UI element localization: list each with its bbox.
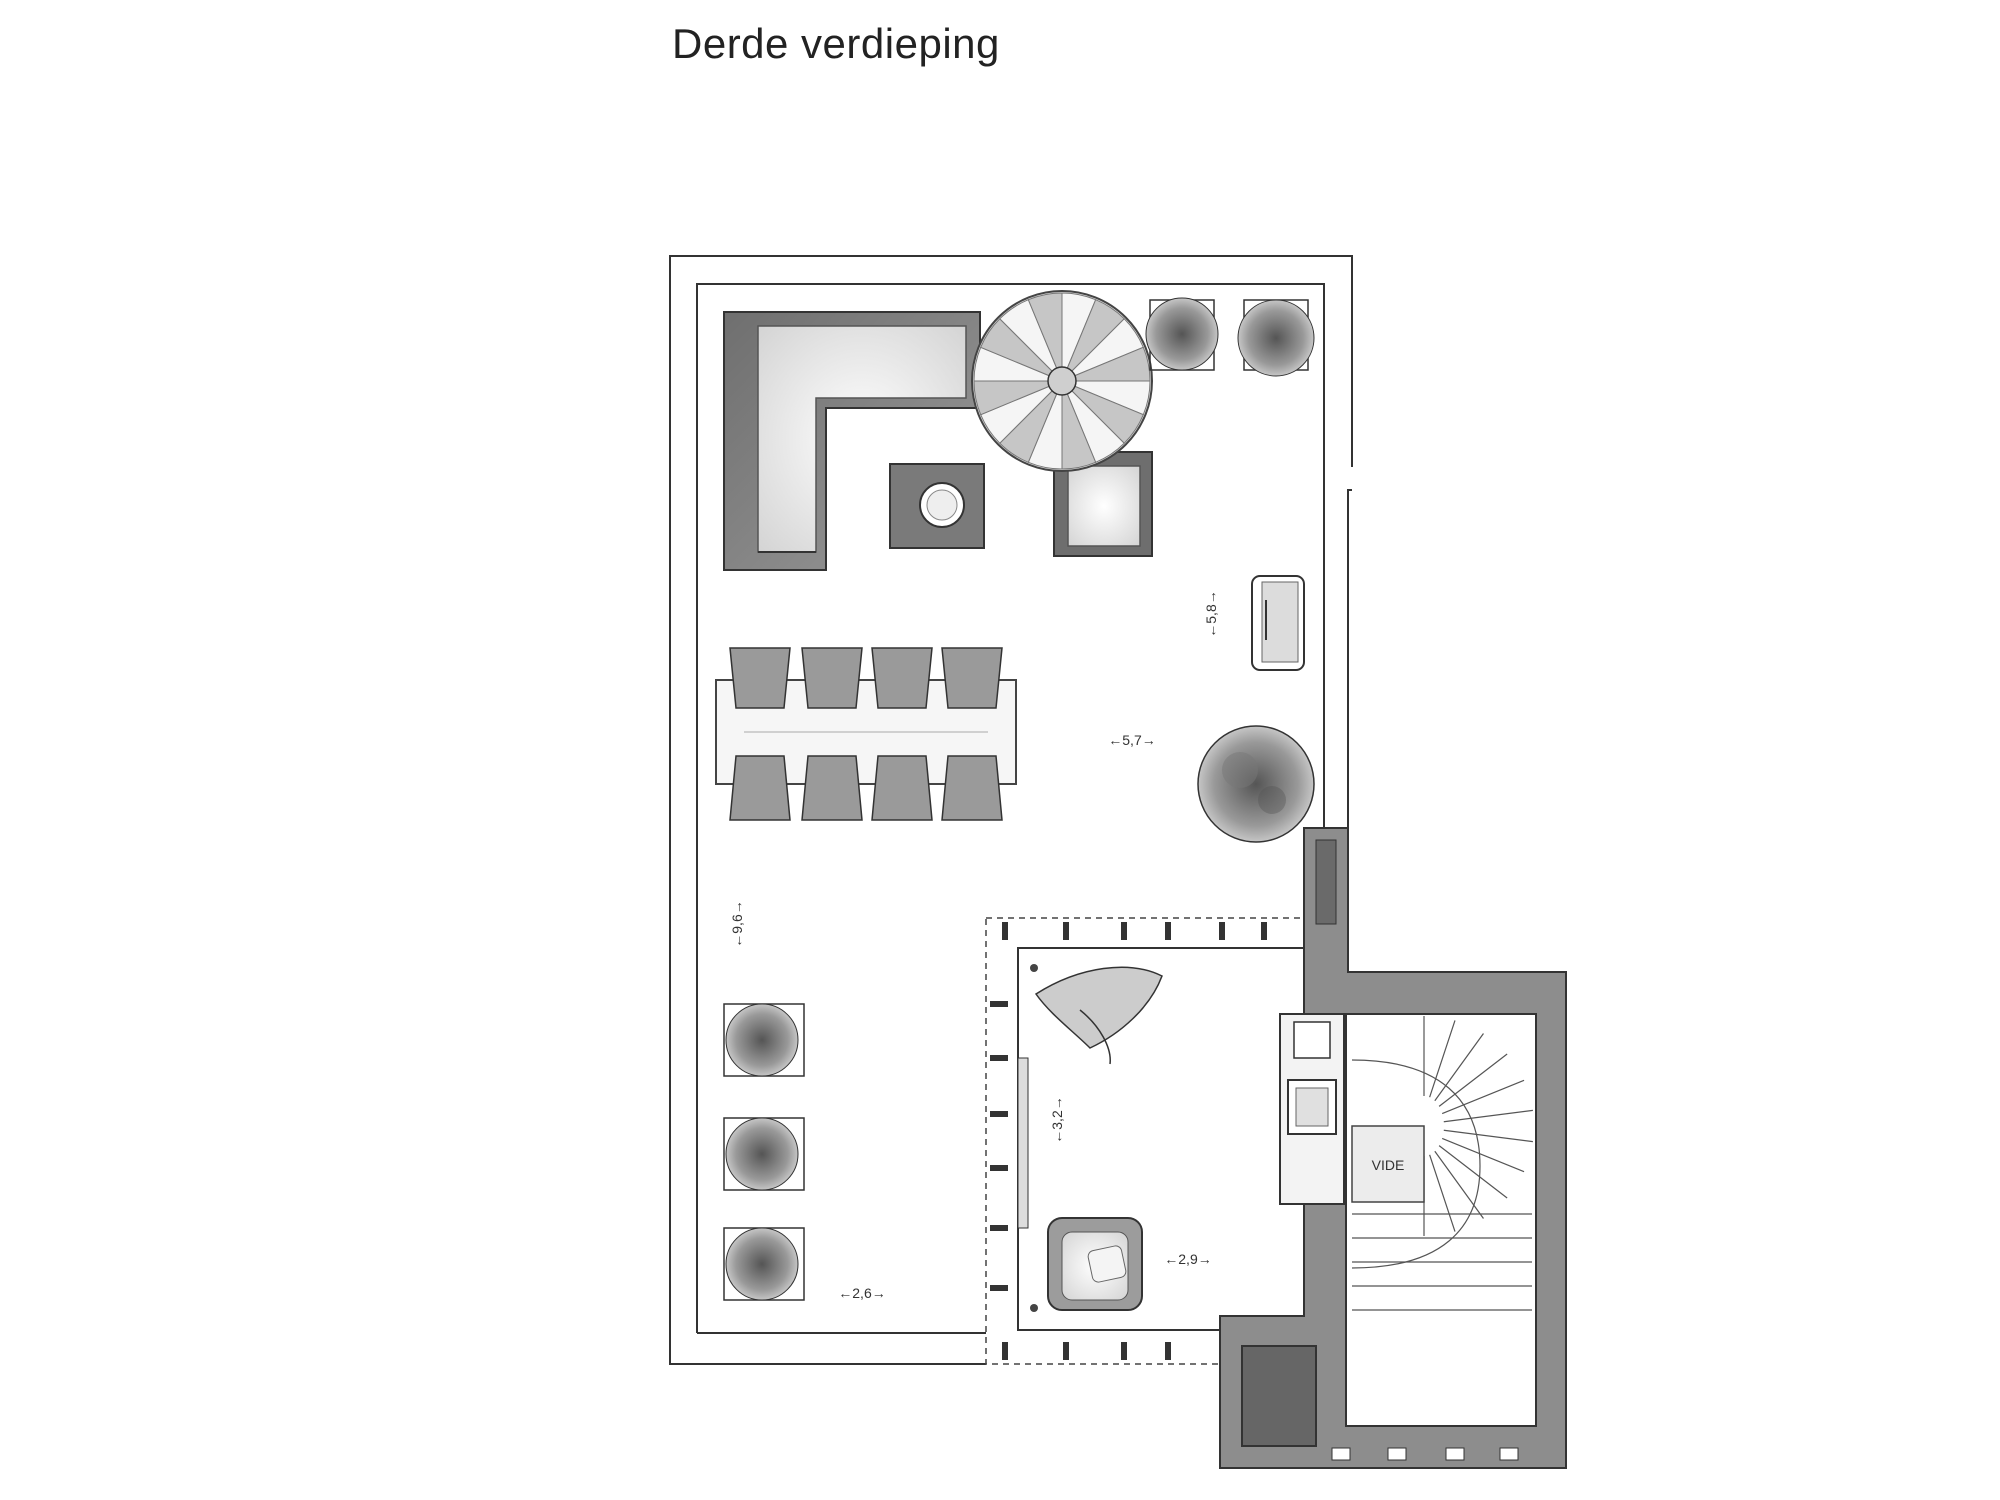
barbecue [1251, 575, 1305, 671]
mullion [1063, 1342, 1069, 1360]
staircase [1351, 1016, 1533, 1311]
stair-tread [1429, 1154, 1456, 1232]
mullion [990, 1055, 1008, 1061]
parasol [971, 290, 1153, 472]
dimension-room-width: ←2,9→ [1164, 1251, 1211, 1267]
room-armchair [1047, 1217, 1143, 1311]
vide-label: VIDE [1372, 1157, 1405, 1173]
coffee-table [889, 463, 985, 549]
planter-top-1 [1145, 297, 1219, 371]
mullion [1121, 1342, 1127, 1360]
planter-left-2 [723, 1117, 805, 1191]
mullion [1219, 922, 1225, 940]
mullion [990, 1001, 1008, 1007]
mullion [990, 1225, 1008, 1231]
dimension-top-width: ←5,8→ [1203, 590, 1219, 637]
room-plant [1034, 966, 1163, 1065]
dimension-bottom-left: ←2,6→ [838, 1285, 885, 1301]
stair-tread [1434, 1033, 1484, 1102]
stair-tread [1438, 1053, 1508, 1107]
dimension-left-depth: ←9,6→ [729, 900, 745, 947]
mullion [1261, 922, 1267, 940]
kitchen-counter [1279, 1013, 1345, 1205]
stair-handrail [1351, 1059, 1481, 1269]
lounge-sofa [723, 311, 981, 571]
dining-chair [801, 755, 863, 821]
dining-chair [729, 755, 791, 821]
mullion [1121, 922, 1127, 940]
planter-left-3 [723, 1227, 805, 1301]
mullion [1063, 922, 1069, 940]
mullion [1002, 1342, 1008, 1360]
stair-tread [1434, 1150, 1484, 1219]
mullion [990, 1165, 1008, 1171]
terrace-outline [669, 255, 1353, 1365]
dining-chair [801, 647, 863, 709]
dimension-terrace-width: ←5,7→ [1108, 732, 1155, 748]
planter-top-2 [1237, 299, 1315, 377]
stair-tread [1438, 1145, 1508, 1199]
mullion [990, 1285, 1008, 1291]
planter-left-1 [723, 1003, 805, 1077]
parasol-panel [1061, 346, 1151, 382]
dining-chair [871, 647, 933, 709]
mullion [1165, 1342, 1171, 1360]
dining-chairs [729, 647, 1003, 821]
vide-area [1351, 1125, 1425, 1203]
shrub-large [1197, 725, 1315, 843]
lounge-armchair [1053, 451, 1153, 557]
parasol-pole [1047, 366, 1077, 396]
dining-chair [941, 647, 1003, 709]
dimension-room-depth: ←3,2→ [1049, 1096, 1065, 1143]
stair-tread [1441, 1079, 1525, 1115]
dining-chair [871, 755, 933, 821]
stair-tread [1443, 1129, 1533, 1143]
mullion [1002, 922, 1008, 940]
stair-tread [1443, 1109, 1533, 1123]
dining-chair [729, 647, 791, 709]
stair-tread [1441, 1137, 1525, 1173]
mullion [990, 1111, 1008, 1117]
stair-tread [1429, 1020, 1456, 1098]
dining-chair [941, 755, 1003, 821]
mullion [1165, 922, 1171, 940]
page-title: Derde verdieping [672, 20, 1000, 67]
